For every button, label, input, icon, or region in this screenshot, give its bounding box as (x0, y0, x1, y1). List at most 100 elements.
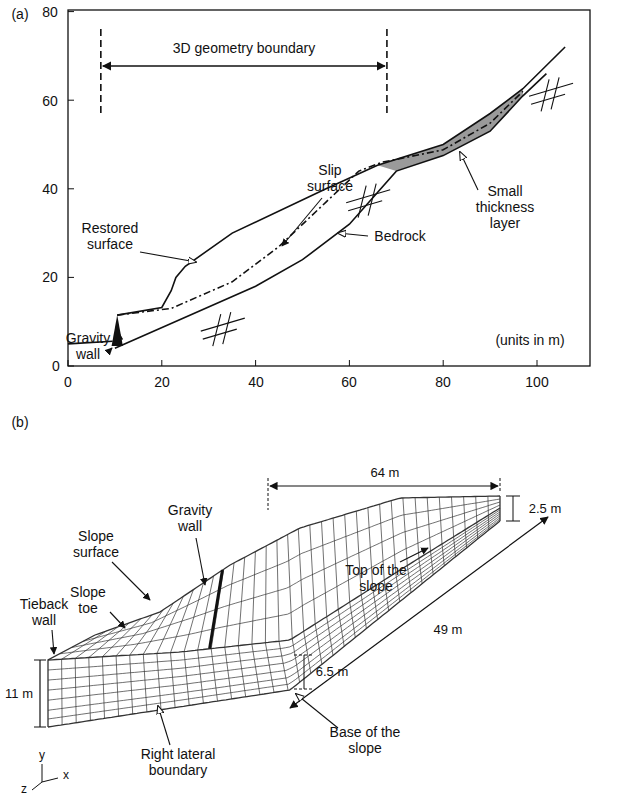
tick-label: 0 (64, 374, 72, 390)
axis-name: y (39, 749, 45, 763)
mesh-drawing (32, 478, 548, 790)
mesh-line (60, 505, 500, 654)
axis-tick (537, 360, 538, 366)
mesh-line (102, 619, 140, 719)
mesh-line (72, 502, 501, 648)
leader-line (140, 252, 196, 262)
plot-frame (68, 10, 590, 366)
callout-label: Top of the slope (340, 562, 412, 594)
dimension-line (304, 655, 305, 689)
restored-surface (117, 47, 565, 315)
mesh-line (48, 519, 500, 719)
mesh-line (184, 583, 203, 706)
dimension-arrow (290, 517, 548, 708)
dimension-label: 49 m (434, 623, 463, 638)
axis-tick (68, 360, 69, 366)
tick-label: 0 (52, 358, 60, 374)
dimension-tick (500, 478, 501, 492)
dimension-arrow (103, 65, 385, 66)
mesh-line (48, 508, 500, 660)
leader-line (112, 562, 150, 600)
tick-label: 60 (341, 374, 357, 390)
callout-label: Gravity wall (164, 502, 216, 534)
axis-tick (68, 188, 74, 189)
mesh-line (48, 512, 500, 680)
mesh-line (83, 499, 500, 641)
tick-label: 100 (525, 374, 548, 390)
callout-label: Small thickness layer (464, 183, 546, 231)
dimension-label: 11 m (5, 687, 33, 702)
callout-label: Slip surface (299, 162, 361, 194)
dimension-line (39, 660, 40, 727)
axis-tick (68, 100, 74, 101)
dimension-arrow (270, 485, 498, 486)
tick-label: 20 (154, 374, 170, 390)
axis-tick (161, 360, 162, 366)
dimension-label: 3D geometry boundary (173, 40, 315, 56)
dimension-label: 2.5 m (529, 502, 562, 517)
panel-label: (b) (11, 414, 28, 430)
axis-name: z (21, 783, 27, 797)
axis-triad (42, 764, 43, 782)
dimension-label: 6.5 m (316, 665, 349, 680)
callout-label: Bedrock (374, 228, 425, 244)
bedrock-line (115, 74, 547, 349)
axis-tick (68, 277, 74, 278)
slip-surface (117, 91, 523, 315)
axis-name: x (63, 769, 69, 783)
mesh-line (48, 518, 500, 711)
leader-line (119, 333, 120, 345)
tick-label: 60 (42, 93, 58, 109)
dimension-tick (294, 689, 312, 690)
mesh-line (95, 496, 500, 635)
gravity-wall (210, 570, 223, 649)
gravity-wall (112, 315, 123, 346)
leader-line (158, 706, 170, 745)
axis-tick (349, 360, 350, 366)
leader-line (52, 630, 54, 654)
mesh-line (48, 521, 500, 727)
leader-line (282, 198, 322, 246)
axis-tick (255, 360, 256, 366)
rock-hatch (201, 312, 245, 346)
callout-label: Gravity wall (62, 330, 114, 362)
callout-label: Slope toe (67, 584, 109, 616)
axis-tick (68, 11, 74, 12)
dimension-line (513, 496, 514, 521)
mesh-line (265, 546, 274, 693)
boundary-line (100, 29, 102, 113)
dimension-tick (268, 478, 269, 510)
axis-triad (32, 782, 42, 790)
mesh-line (48, 510, 500, 670)
callout-label: Base of the slope (322, 724, 408, 756)
callout-label: Tieback wall (16, 596, 72, 628)
leader-line (460, 152, 478, 190)
tick-label: 40 (42, 181, 58, 197)
mesh-line (48, 516, 500, 700)
leader-line (110, 612, 125, 628)
dimension-label: 64 m (371, 466, 400, 481)
leader-line (338, 233, 368, 236)
dimension-tick (294, 655, 312, 656)
rock-hatch (529, 77, 573, 111)
mesh-line (403, 498, 411, 593)
boundary-line (386, 29, 388, 113)
tick-label: 80 (42, 4, 58, 20)
callout-label: Right lateral boundary (128, 746, 228, 778)
leader-line (110, 348, 112, 350)
panel-label: (a) (11, 6, 28, 22)
mesh-line (171, 590, 194, 708)
tick-label: 80 (435, 374, 451, 390)
mesh-line (75, 627, 118, 723)
axis-triad (42, 778, 58, 782)
axis-tick (443, 360, 444, 366)
leader-line (196, 538, 205, 585)
tick-label: 40 (248, 374, 264, 390)
callout-label: Restored surface (75, 220, 145, 252)
axis-tick (68, 366, 74, 367)
leader-line (400, 548, 428, 562)
leader-line (296, 694, 338, 728)
callout-label: Slope surface (65, 528, 127, 560)
mesh-line (380, 504, 389, 610)
